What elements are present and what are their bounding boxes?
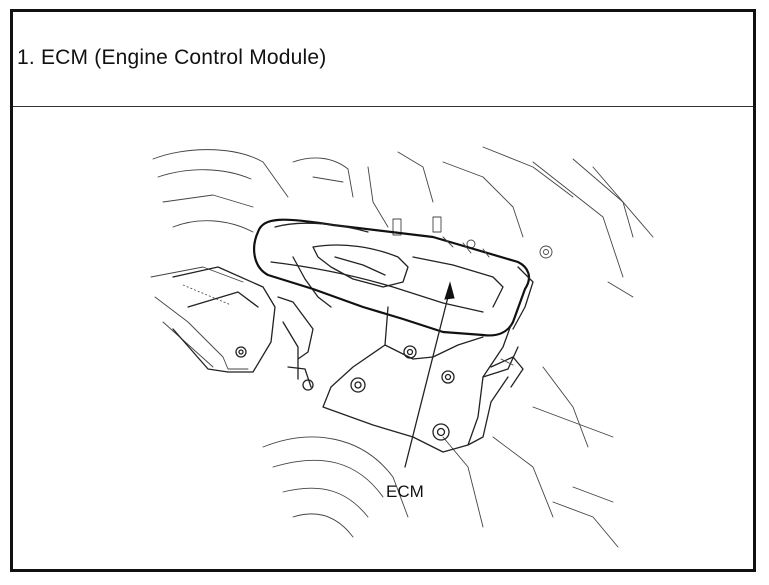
wiring-connector (277, 256, 332, 391)
document-frame: 1. ECM (Engine Control Module) (10, 9, 756, 572)
ecm-callout: ECM (386, 281, 455, 501)
engine-bay-background (150, 146, 654, 548)
ecm-callout-label: ECM (386, 482, 424, 501)
ecm-location-figure: ECM (13, 107, 753, 569)
ecm-mounting-plate (322, 306, 524, 453)
ecm-illustration: ECM (150, 146, 654, 548)
section-header: 1. ECM (Engine Control Module) (13, 12, 753, 107)
ecm-housing (253, 218, 534, 337)
mounting-bracket-left (172, 266, 276, 373)
section-title: 1. ECM (Engine Control Module) (17, 46, 327, 69)
